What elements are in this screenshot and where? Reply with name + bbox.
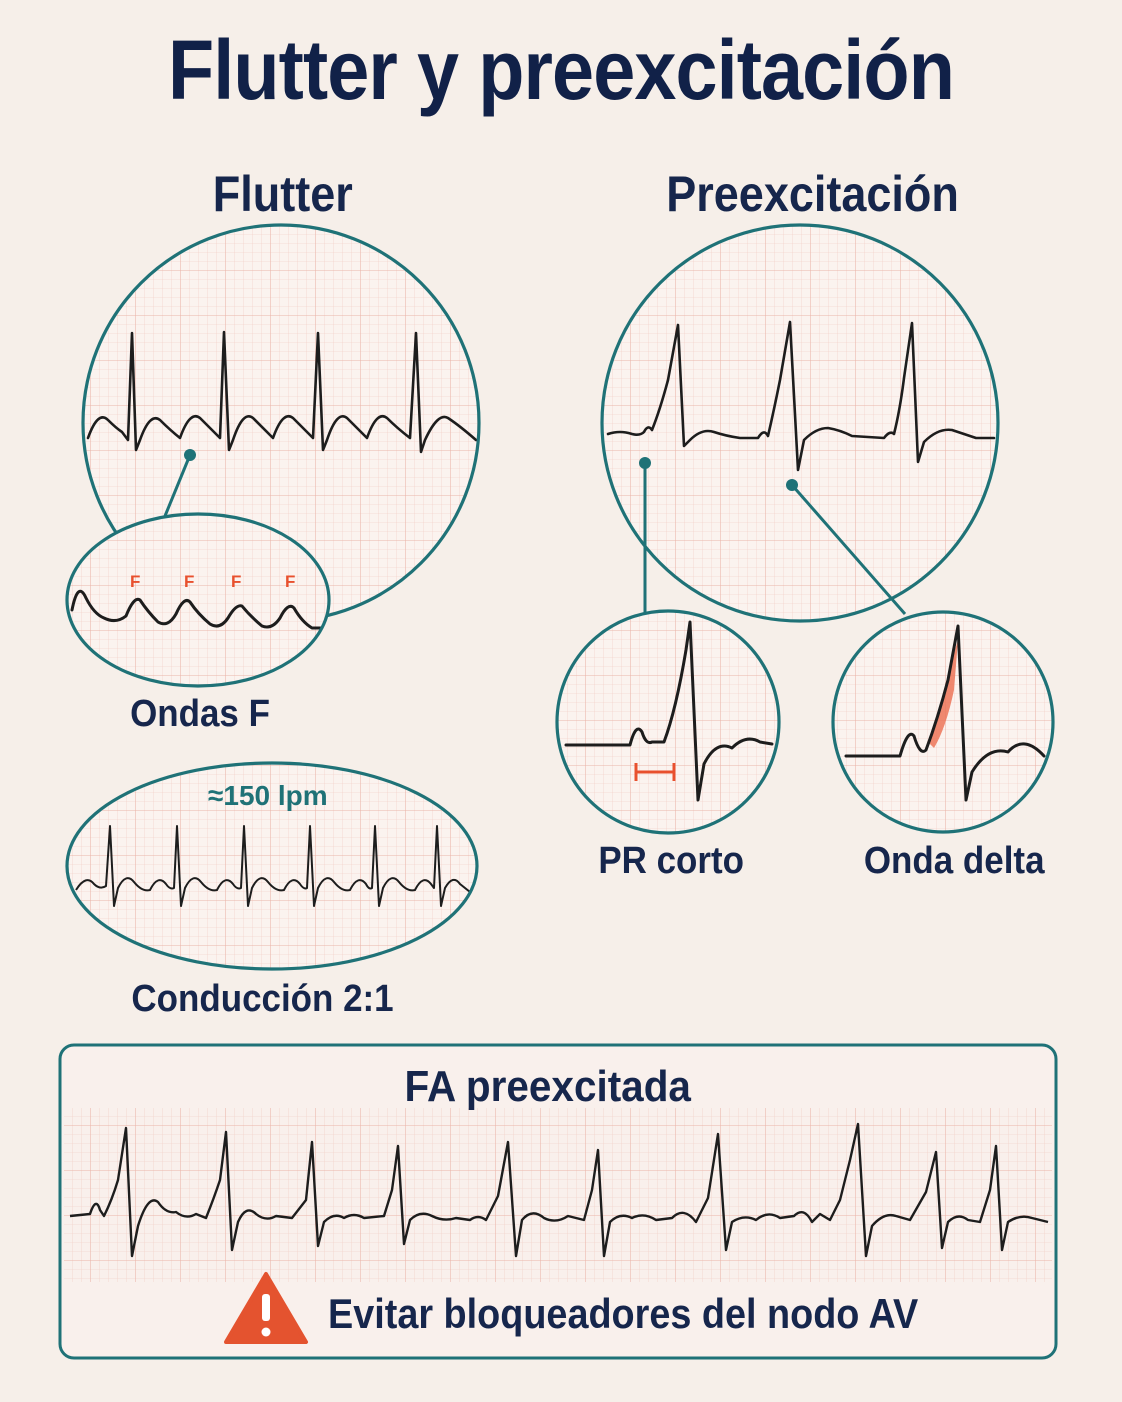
conduction-label: Conducción 2:1 — [131, 978, 394, 1020]
preexcited-af-heading: FA preexcitada — [404, 1062, 691, 1111]
flutter-heading: Flutter — [212, 166, 353, 222]
delta-wave-label: Onda delta — [863, 840, 1045, 882]
conduction-oval — [65, 761, 479, 971]
page-title: Flutter y preexcitación — [168, 23, 955, 117]
delta-wave-trace — [844, 624, 1046, 802]
f-waves-label: Ondas F — [130, 693, 270, 735]
preexcitation-heading: Preexcitación — [666, 166, 959, 222]
short-pr-zoom — [555, 609, 781, 835]
f-wave-marker-4: F — [285, 572, 295, 591]
warning-text: Evitar bloqueadores del nodo AV — [328, 1290, 919, 1337]
flutter-ecg-trace — [86, 330, 478, 454]
short-pr-interval-marker — [634, 763, 676, 781]
f-wave-marker-3: F — [231, 572, 241, 591]
rate-label: ≈150 lpm — [208, 780, 328, 811]
f-wave-markers: F F F F — [130, 572, 295, 591]
f-wave-marker-2: F — [184, 572, 194, 591]
preexcitation-ecg-trace — [606, 320, 996, 472]
f-waves-trace — [70, 589, 324, 630]
conduction-ecg-trace — [75, 825, 471, 907]
f-waves-zoom: F F F F — [65, 512, 331, 688]
preexcited-af-panel — [58, 1043, 1058, 1360]
preexcitation-ecg-circle — [600, 223, 1000, 623]
warning-triangle-icon — [224, 1272, 308, 1344]
f-wave-marker-1: F — [130, 572, 140, 591]
delta-wave-zoom — [831, 610, 1055, 834]
short-pr-trace — [564, 620, 774, 802]
preexcited-af-trace — [69, 1122, 1049, 1258]
short-pr-label: PR corto — [598, 840, 745, 882]
